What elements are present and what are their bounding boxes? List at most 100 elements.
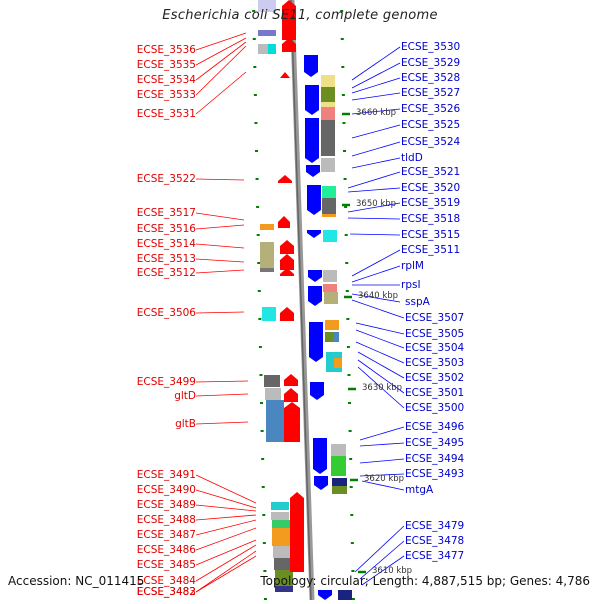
gene-label-right[interactable]: rpsI xyxy=(401,279,421,291)
gene-label-left[interactable]: ECSE_3531 xyxy=(136,108,196,120)
gene-label-left[interactable]: gltB xyxy=(175,418,196,430)
gene-label-right[interactable]: ECSE_3521 xyxy=(401,166,461,178)
gene-label-right[interactable]: ECSE_3528 xyxy=(401,72,461,84)
reverse-gene-arrow xyxy=(308,270,322,282)
gene-feature-box xyxy=(334,358,342,368)
gene-label-left[interactable]: ECSE_3486 xyxy=(136,544,196,556)
gene-label-left[interactable]: ECSE_3484 xyxy=(136,575,196,587)
gene-leader-line xyxy=(359,458,405,464)
gene-label-right[interactable]: ECSE_3502 xyxy=(405,372,465,384)
gene-label-right[interactable]: ECSE_3504 xyxy=(405,342,465,354)
gene-label-left[interactable]: ECSE_3516 xyxy=(136,223,196,235)
gene-label-right[interactable]: rplM xyxy=(401,260,424,272)
gene-label-right[interactable]: ECSE_3505 xyxy=(405,328,465,340)
gene-feature-box xyxy=(264,375,280,387)
gene-label-left[interactable]: gltD xyxy=(174,390,196,402)
gene-label-right[interactable]: ECSE_3477 xyxy=(405,550,465,562)
tick-mark xyxy=(258,346,262,348)
forward-gene-arrow xyxy=(278,175,292,183)
tick-mark xyxy=(351,598,355,600)
gene-leader-line xyxy=(351,92,401,101)
gene-label-right[interactable]: ECSE_3526 xyxy=(401,103,461,115)
gene-label-right[interactable]: ECSE_3524 xyxy=(401,136,461,148)
genome-title: Escherichia coli SE11, complete genome xyxy=(162,8,438,23)
gene-label-right[interactable]: ECSE_3527 xyxy=(401,87,461,99)
gene-label-left[interactable]: ECSE_3536 xyxy=(136,44,196,56)
gene-feature-box xyxy=(332,478,347,486)
gene-leader-line xyxy=(355,329,405,349)
gene-label-right[interactable]: ECSE_3525 xyxy=(401,119,461,131)
gene-feature-box xyxy=(265,388,281,400)
gene-label-left[interactable]: ECSE_3483 xyxy=(136,586,196,598)
gene-label-right[interactable]: ECSE_3520 xyxy=(401,182,461,194)
gene-feature-box xyxy=(325,332,333,342)
gene-leader-line xyxy=(195,550,257,593)
gene-label-right[interactable]: ECSE_3507 xyxy=(405,312,465,324)
gene-label-left[interactable]: ECSE_3535 xyxy=(136,59,196,71)
gene-label-right[interactable]: ECSE_3494 xyxy=(405,453,465,465)
reverse-gene-arrow xyxy=(308,286,322,306)
gene-label-left[interactable]: ECSE_3513 xyxy=(136,253,196,265)
gene-label-left[interactable]: ECSE_3491 xyxy=(136,469,196,481)
gene-label-right[interactable]: ECSE_3500 xyxy=(405,402,465,414)
gene-label-left[interactable]: ECSE_3489 xyxy=(136,499,196,511)
scale-label: 3610 kbp xyxy=(372,566,413,576)
gene-label-left[interactable]: ECSE_3514 xyxy=(136,238,196,250)
gene-leader-line xyxy=(351,265,401,283)
gene-label-left[interactable]: ECSE_3485 xyxy=(136,559,196,571)
gene-label-left[interactable]: ECSE_3488 xyxy=(136,514,196,526)
gene-label-left[interactable]: ECSE_3487 xyxy=(136,529,196,541)
forward-gene-arrow xyxy=(282,0,296,40)
gene-leader-line xyxy=(361,555,405,586)
gene-label-left[interactable]: ECSE_3533 xyxy=(136,89,196,101)
tick-mark xyxy=(261,458,265,460)
gene-label-left[interactable]: ECSE_3512 xyxy=(136,267,196,279)
gene-label-left[interactable]: ECSE_3506 xyxy=(136,307,196,319)
gene-leader-line xyxy=(195,212,245,221)
gene-label-right[interactable]: sspA xyxy=(405,296,430,308)
tick-mark xyxy=(263,598,267,600)
tick-mark xyxy=(263,570,267,572)
gene-leader-line xyxy=(195,269,245,274)
gene-label-right[interactable]: ECSE_3495 xyxy=(405,437,465,449)
gene-label-right[interactable]: ECSE_3503 xyxy=(405,357,465,369)
gene-feature-box xyxy=(271,512,289,520)
gene-feature-box xyxy=(322,186,336,198)
reverse-gene-arrow xyxy=(313,438,327,474)
gene-leader-line xyxy=(195,514,257,521)
gene-label-right[interactable]: ECSE_3515 xyxy=(401,229,461,241)
gene-leader-line xyxy=(351,293,401,303)
gene-feature-box xyxy=(260,268,274,272)
gene-label-right[interactable]: tldD xyxy=(401,152,423,164)
gene-label-right[interactable]: ECSE_3478 xyxy=(405,535,465,547)
gene-feature-box xyxy=(258,44,276,54)
gene-label-left[interactable]: ECSE_3499 xyxy=(136,376,196,388)
gene-label-right[interactable]: ECSE_3493 xyxy=(405,468,465,480)
tick-mark xyxy=(341,94,345,96)
gene-label-right[interactable]: ECSE_3519 xyxy=(401,197,461,209)
gene-label-right[interactable]: ECSE_3479 xyxy=(405,520,465,532)
gene-leader-line xyxy=(195,243,245,249)
gene-label-right[interactable]: ECSE_3501 xyxy=(405,387,465,399)
gene-label-right[interactable]: mtgA xyxy=(405,484,434,496)
gene-leader-line xyxy=(351,77,401,94)
gene-label-left[interactable]: ECSE_3534 xyxy=(136,74,196,86)
gene-label-right[interactable]: ECSE_3518 xyxy=(401,213,461,225)
gene-leader-line xyxy=(195,32,247,51)
gene-label-right[interactable]: ECSE_3530 xyxy=(401,41,461,53)
gene-label-left[interactable]: ECSE_3482 xyxy=(136,586,196,598)
gene-label-right[interactable]: ECSE_3496 xyxy=(405,421,465,433)
tick-mark xyxy=(253,66,257,68)
gene-leader-line xyxy=(361,480,405,491)
tick-mark xyxy=(257,290,261,292)
reverse-gene-arrow xyxy=(309,322,323,362)
forward-gene-arrow xyxy=(284,374,298,386)
gene-label-left[interactable]: ECSE_3522 xyxy=(136,173,196,185)
tick-mark xyxy=(349,486,353,488)
gene-label-right[interactable]: ECSE_3529 xyxy=(401,57,461,69)
gene-label-left[interactable]: ECSE_3490 xyxy=(136,484,196,496)
forward-gene-arrow xyxy=(280,268,294,276)
gene-label-right[interactable]: ECSE_3511 xyxy=(401,244,461,256)
tick-mark xyxy=(259,374,263,376)
gene-label-left[interactable]: ECSE_3517 xyxy=(136,207,196,219)
